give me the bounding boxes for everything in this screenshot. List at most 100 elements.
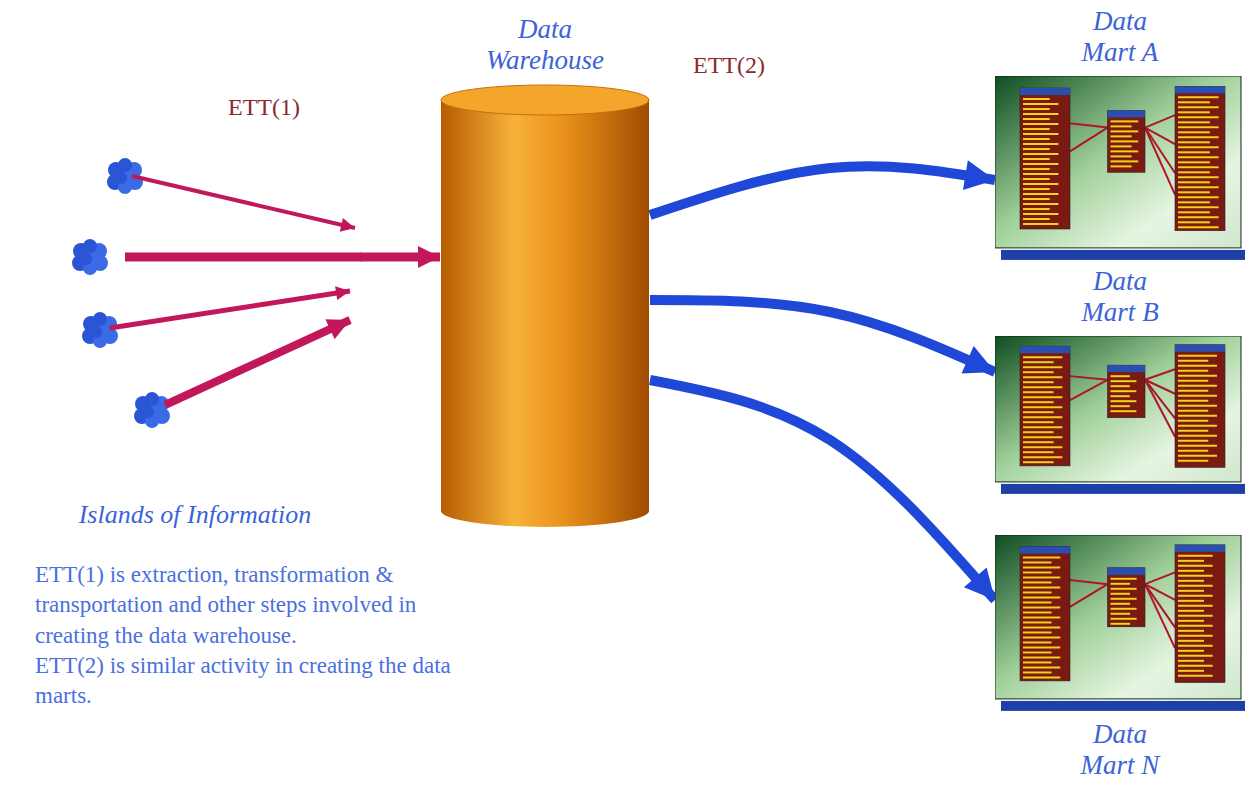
table-row [1023, 421, 1054, 423]
schema-table [1108, 568, 1146, 627]
screen-panel [995, 336, 1241, 482]
table-row [1178, 116, 1219, 118]
table-row [1023, 103, 1058, 105]
note-text: ETT(1) is extraction, transformation & t… [35, 560, 485, 651]
table-row [1178, 420, 1208, 422]
table-row [1178, 455, 1217, 457]
table-row [1023, 616, 1060, 618]
table-row [1023, 173, 1058, 175]
table-row [1023, 391, 1054, 393]
table-row [1111, 593, 1131, 595]
schema-table [1020, 546, 1070, 680]
table-row [1178, 106, 1219, 108]
table-row [1178, 226, 1219, 228]
table-row [1178, 216, 1219, 218]
table-row [1111, 400, 1137, 402]
table-row [1178, 555, 1213, 557]
table-row [1111, 145, 1132, 147]
table-row [1111, 583, 1131, 585]
table-row [1111, 380, 1137, 382]
table-row [1178, 660, 1204, 662]
schema-table [1020, 88, 1070, 229]
etl-arrow [165, 320, 350, 405]
table-row [1178, 101, 1210, 103]
table-row [1111, 160, 1139, 162]
schema-screen [995, 336, 1245, 494]
table-row [1178, 171, 1210, 173]
table-row [1178, 645, 1213, 647]
island-blobs [72, 158, 170, 428]
table-row [1178, 186, 1219, 188]
edge-label: ETT(1) [225, 94, 303, 121]
blob-part [115, 172, 127, 184]
table-row [1023, 153, 1058, 155]
table-row [1023, 646, 1060, 648]
table-row [1023, 203, 1058, 205]
node-picture [995, 76, 1245, 260]
cylinder-drawing [440, 84, 650, 528]
schema-link [1070, 584, 1108, 607]
table-row [1023, 451, 1054, 453]
table-row [1111, 135, 1132, 137]
table-row [1023, 406, 1062, 408]
table-row [1023, 671, 1052, 673]
schema-link [1145, 115, 1175, 127]
data-mart: Data Mart A [995, 6, 1245, 260]
data-mart: Data Mart B [995, 266, 1245, 494]
table-row [1023, 193, 1058, 195]
table-row [1023, 581, 1052, 583]
table-row [1023, 208, 1050, 210]
table-row [1023, 386, 1062, 388]
table-row [1178, 440, 1208, 442]
table-row [1178, 141, 1210, 143]
table-row [1111, 125, 1132, 127]
table-row [1178, 600, 1204, 602]
table-row [1178, 96, 1219, 98]
table-row [1178, 410, 1208, 412]
table-row [1178, 355, 1217, 357]
table-row [1178, 675, 1213, 677]
table-row [1111, 120, 1139, 122]
table-row [1023, 456, 1062, 458]
table-row [1023, 113, 1058, 115]
table-header [1108, 365, 1146, 372]
table-row [1178, 395, 1217, 397]
note-text: ETT(2) is similar activity in creating t… [35, 651, 485, 712]
table-row [1178, 565, 1213, 567]
table-row [1111, 405, 1130, 407]
schema-link [1070, 380, 1108, 400]
table-row [1023, 651, 1052, 653]
node-label: Islands of Information [79, 500, 312, 530]
table-row [1111, 618, 1137, 620]
table-row [1178, 615, 1213, 617]
table-row [1178, 405, 1217, 407]
table-row [1178, 560, 1204, 562]
table-row [1023, 576, 1060, 578]
schema-link [1145, 584, 1175, 627]
table-row [1178, 605, 1213, 607]
schema-link [1145, 584, 1175, 648]
table-row [1023, 218, 1050, 220]
table-row [1178, 570, 1204, 572]
schema-screen [995, 535, 1245, 711]
table-row [1178, 191, 1210, 193]
table-row [1023, 376, 1062, 378]
table-row [1023, 411, 1054, 413]
island-arrows [110, 176, 361, 405]
node-picture [30, 140, 360, 492]
table-header [1108, 568, 1146, 575]
island-blob [134, 392, 170, 428]
table-row [1178, 625, 1213, 627]
table-row [1023, 666, 1060, 668]
table-row [1111, 623, 1131, 625]
table-row [1023, 641, 1052, 643]
table-row [1023, 601, 1052, 603]
table-row [1178, 620, 1204, 622]
table-row [1111, 375, 1130, 377]
table-row [1111, 598, 1137, 600]
table-row [1178, 580, 1204, 582]
node-label: Data Mart N [1070, 719, 1170, 781]
table-row [1178, 131, 1210, 133]
table-row [1111, 390, 1137, 392]
blob-part [83, 239, 97, 253]
